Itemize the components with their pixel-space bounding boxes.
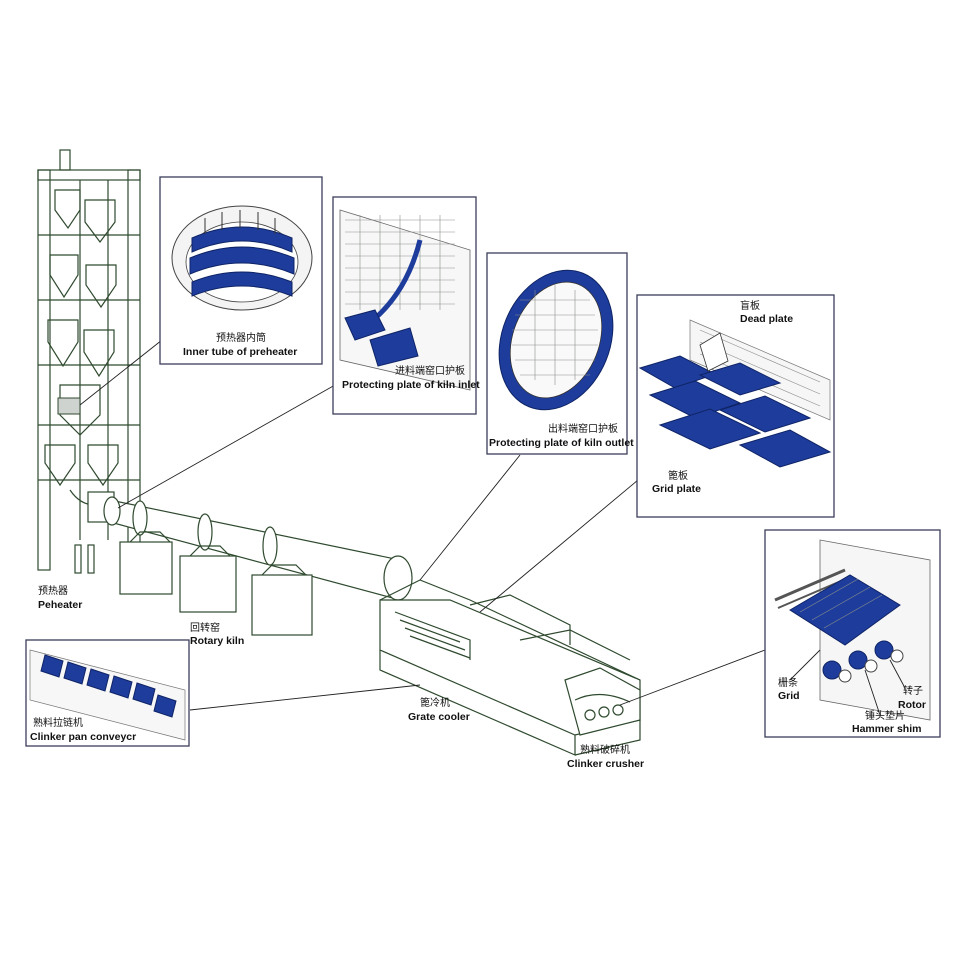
kiln-inlet-en: Protecting plate of kiln inlet [342, 379, 480, 391]
callout-crusher-detail: 栅条 Grid 转子 Rotor 锤头垫片 Hammer shim [764, 529, 941, 738]
dead-plate-cn: 盲板 [740, 299, 760, 312]
callout-kiln-inlet: 进料端窑口护板 Protecting plate of kiln inlet [332, 196, 480, 415]
kiln-inlet-cn: 进料端窑口护板 [395, 364, 465, 377]
kiln-outlet-cn: 出料端窑口护板 [548, 422, 618, 435]
rotor-cn: 转子 [903, 684, 923, 697]
clinker-crusher-cn: 熟料破碎机 [580, 743, 630, 756]
grate-cooler-en: Grate cooler [408, 711, 470, 723]
hammer-shim-cn: 锤头垫片 [865, 709, 905, 722]
callout-grid-plate: 盲板 Dead plate 篦板 Grid plate [636, 294, 835, 518]
preheater-en: Peheater [38, 599, 82, 611]
inner-tube-cn: 预热器内筒 [216, 331, 266, 344]
grid-plate-en: Grid plate [652, 483, 701, 495]
pan-conveyor-en: Clinker pan conveycr [30, 731, 136, 743]
grid-en: Grid [778, 690, 800, 702]
callout-kiln-outlet: 出料端窑口护板 Protecting plate of kiln outlet [486, 252, 634, 455]
pan-conveyor-cn: 熟料拉链机 [33, 716, 83, 729]
preheater-cn: 预热器 [38, 584, 68, 597]
grid-plate-cn: 篦板 [668, 469, 688, 482]
callout-inner-tube: 预热器内筒 Inner tube of preheater [159, 176, 323, 365]
equipment-labels: 预热器 Peheater 回转窑 Rotary kiln 篦冷机 Grate c… [38, 584, 644, 770]
hammer-shim-en: Hammer shim [852, 723, 921, 735]
leader-lines [79, 339, 766, 711]
dead-plate-en: Dead plate [740, 313, 793, 325]
clinker-crusher-en: Clinker crusher [567, 758, 644, 770]
grid-cn: 栅条 [778, 676, 798, 689]
clinker-crusher [564, 667, 641, 736]
grate-cooler-cn: 篦冷机 [420, 696, 450, 709]
kiln-outlet-en: Protecting plate of kiln outlet [489, 437, 634, 449]
rotor-en: Rotor [898, 699, 926, 711]
rotary-kiln-en: Rotary kiln [190, 635, 244, 647]
callout-pan-conveyor: 熟料拉链机 Clinker pan conveycr [25, 639, 190, 747]
inner-tube-en: Inner tube of preheater [183, 346, 297, 358]
rotary-kiln [103, 496, 413, 636]
rotary-kiln-cn: 回转窑 [190, 621, 220, 634]
